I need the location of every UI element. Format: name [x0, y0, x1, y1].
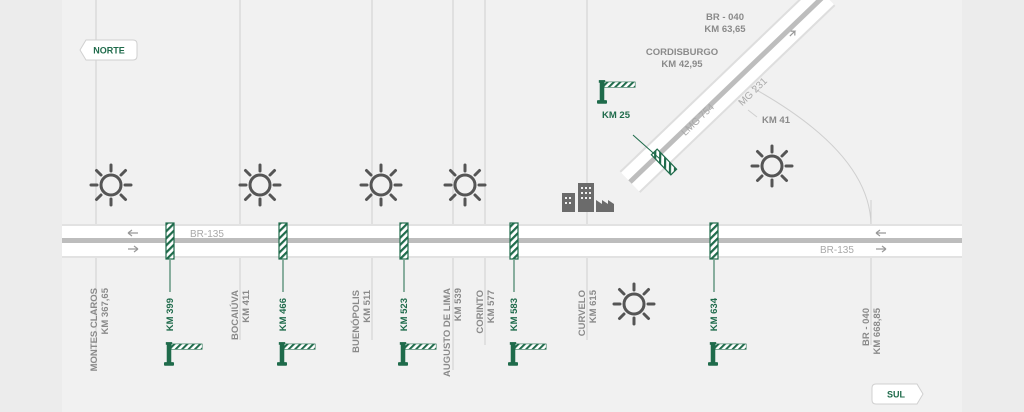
branch-mid-km: KM 42,95 — [661, 59, 703, 70]
factory-icon — [562, 183, 614, 212]
city-km: KM 539 — [453, 288, 464, 321]
arrow-left-icon — [127, 229, 138, 237]
toll-markers — [165, 222, 719, 292]
city-km: KM 511 — [362, 289, 373, 322]
toll-km: KM 523 — [399, 298, 410, 331]
branch-mid-name: CORDISBURGO — [646, 47, 718, 58]
toll-marker — [399, 222, 409, 292]
toll-km: KM 583 — [509, 298, 520, 331]
toll-labels: KM 399 KM 466 KM 523 KM 583 KM 634 — [165, 297, 720, 331]
south-label: SUL — [887, 390, 906, 400]
city-name: AUGUSTO DE LIMA — [442, 288, 453, 377]
city-km: KM 668,85 — [872, 307, 883, 354]
branch-toll-marker — [650, 148, 678, 176]
toll-marker — [709, 222, 719, 292]
city-km: KM 411 — [241, 289, 252, 322]
toll-marker — [278, 222, 288, 292]
city-name: CURVELO — [577, 290, 588, 336]
city-name: CORINTO — [475, 290, 486, 334]
city-name: BUENÓPOLIS — [350, 290, 362, 353]
toll-marker — [509, 222, 519, 292]
city-labels: MONTES CLAROS KM 367,65 BOCAIÚVA KM 411 … — [89, 287, 883, 377]
branch-top-km: KM 63,65 — [704, 24, 746, 35]
main-road-name-left: BR-135 — [190, 229, 224, 240]
branch-toll-km: KM 25 — [602, 110, 631, 121]
north-label: NORTE — [93, 46, 125, 56]
branch-top-name: BR - 040 — [706, 12, 744, 23]
north-direction-pill: NORTE — [79, 39, 138, 61]
south-direction-pill: SUL — [871, 383, 924, 405]
city-km: KM 577 — [486, 290, 497, 323]
guide-lines — [95, 0, 872, 370]
arrow-right-icon — [876, 245, 887, 253]
arrow-right-icon — [128, 245, 139, 253]
city-name: BOCAIÚVA — [229, 290, 241, 340]
city-name: BR - 040 — [861, 308, 872, 346]
city-name: MONTES CLAROS — [89, 288, 100, 371]
arrow-icon — [789, 30, 797, 37]
main-road-name-right: BR-135 — [820, 245, 854, 256]
toll-marker — [165, 222, 175, 292]
toll-km: KM 466 — [278, 298, 289, 331]
toll-km: KM 634 — [709, 297, 720, 331]
city-km: KM 615 — [588, 289, 599, 323]
toll-km: KM 399 — [165, 298, 176, 331]
branch-near-km: KM 41 — [762, 115, 791, 126]
arrow-left-icon — [875, 229, 886, 237]
city-km: KM 367,65 — [100, 287, 111, 334]
